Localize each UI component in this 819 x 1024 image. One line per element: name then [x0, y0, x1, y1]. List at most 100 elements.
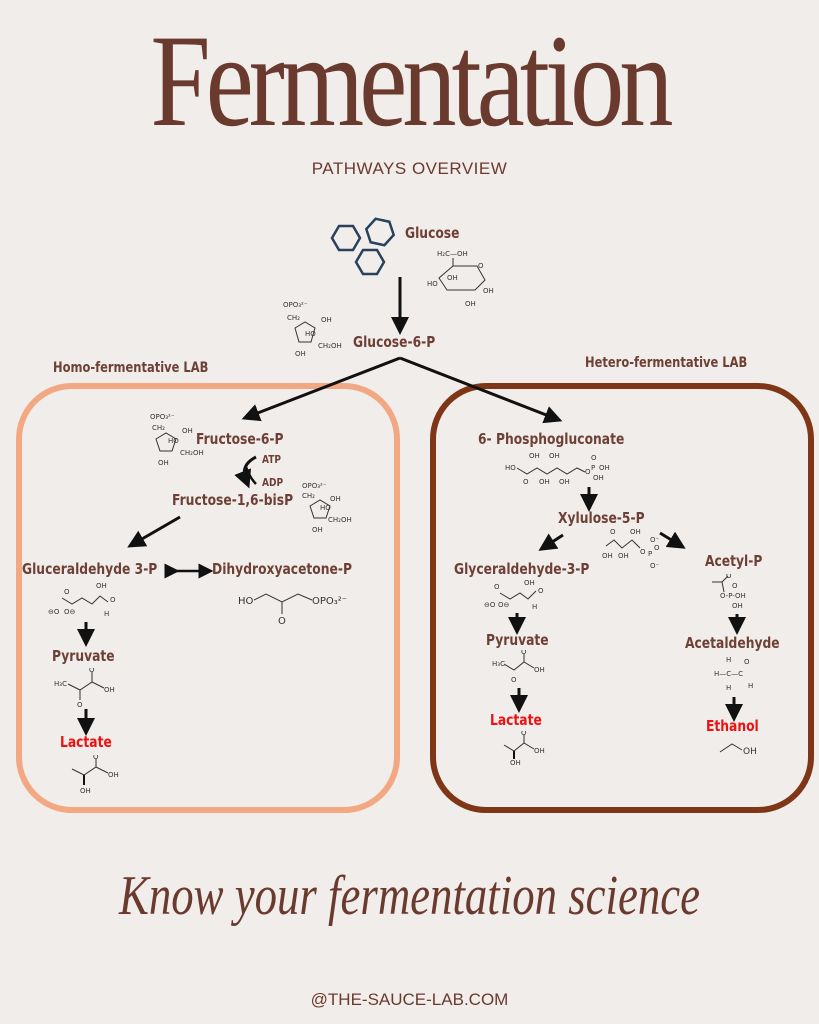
svg-text:CH₂OH: CH₂OH — [318, 342, 342, 350]
page-title: Fermentation — [150, 7, 673, 154]
dhap-structure-icon: HO O OPO₃²⁻ — [238, 593, 347, 626]
svg-text:CH₂: CH₂ — [302, 492, 315, 500]
hetero-pyruvate-label: Pyruvate — [486, 631, 549, 649]
ethanol-oh-label: OH — [743, 747, 757, 757]
hetero-group-title: Hetero-fermentative LAB — [585, 355, 748, 371]
glucose-hexagons-icon — [330, 217, 396, 276]
svg-text:HO: HO — [238, 596, 254, 607]
svg-text:OH: OH — [534, 666, 545, 674]
svg-text:H₂C—OH: H₂C—OH — [437, 250, 468, 258]
svg-text:OPO₃²⁻: OPO₃²⁻ — [302, 482, 327, 490]
svg-text:O: O — [494, 583, 500, 591]
svg-text:OH: OH — [524, 579, 535, 587]
svg-text:O: O — [478, 262, 484, 270]
svg-text:H: H — [532, 603, 537, 611]
svg-text:HO: HO — [305, 330, 316, 338]
svg-text:O: O — [726, 574, 732, 580]
svg-text:H: H — [748, 682, 753, 690]
svg-text:CH₂OH: CH₂OH — [180, 449, 204, 457]
hetero-glyceraldehyde-3p-label: Glyceraldehyde-3-P — [454, 560, 590, 578]
fructose-16bisp-structure-icon: OPO₃²⁻ CH₂ OH HO CH₂OH OH — [302, 482, 352, 534]
ethanol-structure-icon: OH — [719, 743, 757, 757]
svg-text:O: O — [511, 676, 517, 684]
homo-gap-structure-icon: OH ⊖O O⊖ O O H — [48, 582, 116, 618]
svg-text:O: O — [110, 596, 116, 604]
svg-text:O⁻: O⁻ — [650, 562, 660, 570]
svg-text:HO: HO — [320, 504, 331, 512]
svg-text:OH: OH — [321, 316, 332, 324]
adp-label: ADP — [262, 476, 284, 489]
svg-text:OH: OH — [104, 686, 115, 694]
svg-text:OH: OH — [510, 759, 521, 767]
dihydroxyacetone-p-label: Dihydroxyacetone-P — [212, 560, 352, 578]
svg-text:O: O — [654, 544, 660, 552]
svg-text:O: O — [640, 548, 646, 556]
website-link[interactable]: @THE-SAUCE-LAB.COM — [310, 990, 509, 1009]
tagline: Know your fermentation science — [118, 865, 701, 927]
svg-text:OH: OH — [312, 526, 323, 534]
acetaldehyde-structure-icon: H H—C—C O H H — [714, 656, 753, 692]
glucose-6p-structure-icon: OPO₃²⁻ CH₂ OH HO CH₂OH OH — [283, 301, 342, 358]
svg-text:O: O — [610, 528, 616, 536]
hetero-fermentative-box — [430, 383, 814, 813]
svg-text:CH₂: CH₂ — [287, 314, 300, 322]
svg-text:OH: OH — [539, 478, 550, 486]
svg-text:O: O — [732, 582, 738, 590]
glucose-structure-icon: H₂C—OH O HO OH OH OH — [427, 250, 494, 308]
svg-text:OH: OH — [80, 787, 91, 795]
svg-text:OH: OH — [602, 552, 613, 560]
homo-lactate-structure-icon: O OH OH — [71, 755, 119, 795]
svg-text:OH: OH — [630, 528, 641, 536]
hetero-lactate-label: Lactate — [490, 711, 542, 729]
acetyl-p-label: Acetyl-P — [705, 552, 763, 570]
svg-text:OH: OH — [549, 452, 560, 460]
homo-pyruvate-label: Pyruvate — [52, 647, 115, 665]
ethanol-label: Ethanol — [706, 717, 759, 735]
svg-text:O⊖: O⊖ — [498, 601, 509, 609]
hetero-lactate-structure-icon: OOH OH — [503, 731, 545, 767]
svg-text:O-P-OH: O-P-OH — [720, 592, 746, 600]
svg-text:OPO₃²⁻: OPO₃²⁻ — [283, 301, 308, 309]
svg-text:H: H — [104, 610, 109, 618]
homo-pyruvate-structure-icon: H₃C O OH O — [54, 668, 115, 708]
svg-text:OH: OH — [529, 452, 540, 460]
svg-text:OH: OH — [465, 300, 476, 308]
svg-text:OPO₃²⁻: OPO₃²⁻ — [150, 413, 175, 421]
svg-text:CH₂: CH₂ — [152, 424, 165, 432]
svg-text:OH: OH — [96, 582, 107, 590]
svg-text:H₃C: H₃C — [54, 680, 67, 688]
svg-text:O⊖: O⊖ — [64, 608, 75, 616]
svg-text:OH: OH — [732, 602, 743, 610]
svg-text:OH: OH — [593, 474, 604, 482]
svg-text:O: O — [64, 588, 70, 596]
homo-glyceraldehyde-3p-label: Gluceraldehyde 3-P — [22, 560, 158, 578]
svg-text:O: O — [93, 755, 99, 761]
svg-text:⊖O: ⊖O — [484, 601, 496, 609]
fructose-16bisp-label: Fructose-1,6-bisP — [172, 491, 294, 509]
fructose-6p-label: Fructose-6-P — [196, 430, 284, 448]
svg-text:OH: OH — [447, 274, 458, 282]
glucose-label: Glucose — [405, 224, 460, 242]
svg-text:HO: HO — [168, 437, 179, 445]
svg-text:O: O — [585, 468, 591, 476]
svg-text:OH: OH — [618, 552, 629, 560]
svg-text:O: O — [278, 616, 286, 626]
svg-text:O: O — [89, 668, 95, 674]
svg-text:⊖O: ⊖O — [48, 608, 60, 616]
hetero-pyruvate-structure-icon: H₃C OOH O — [492, 650, 545, 684]
svg-text:O: O — [744, 658, 750, 666]
svg-text:CH₂OH: CH₂OH — [328, 516, 352, 524]
svg-text:H: H — [726, 684, 731, 692]
glucose-6p-label: Glucose-6-P — [353, 333, 436, 351]
svg-text:O: O — [523, 478, 529, 486]
svg-text:OH: OH — [182, 427, 193, 435]
svg-text:H: H — [726, 656, 731, 664]
homo-group-title: Homo-fermentative LAB — [53, 360, 209, 376]
svg-text:O: O — [521, 731, 527, 737]
atp-label: ATP — [262, 453, 282, 466]
svg-text:OPO₃²⁻: OPO₃²⁻ — [312, 596, 347, 607]
